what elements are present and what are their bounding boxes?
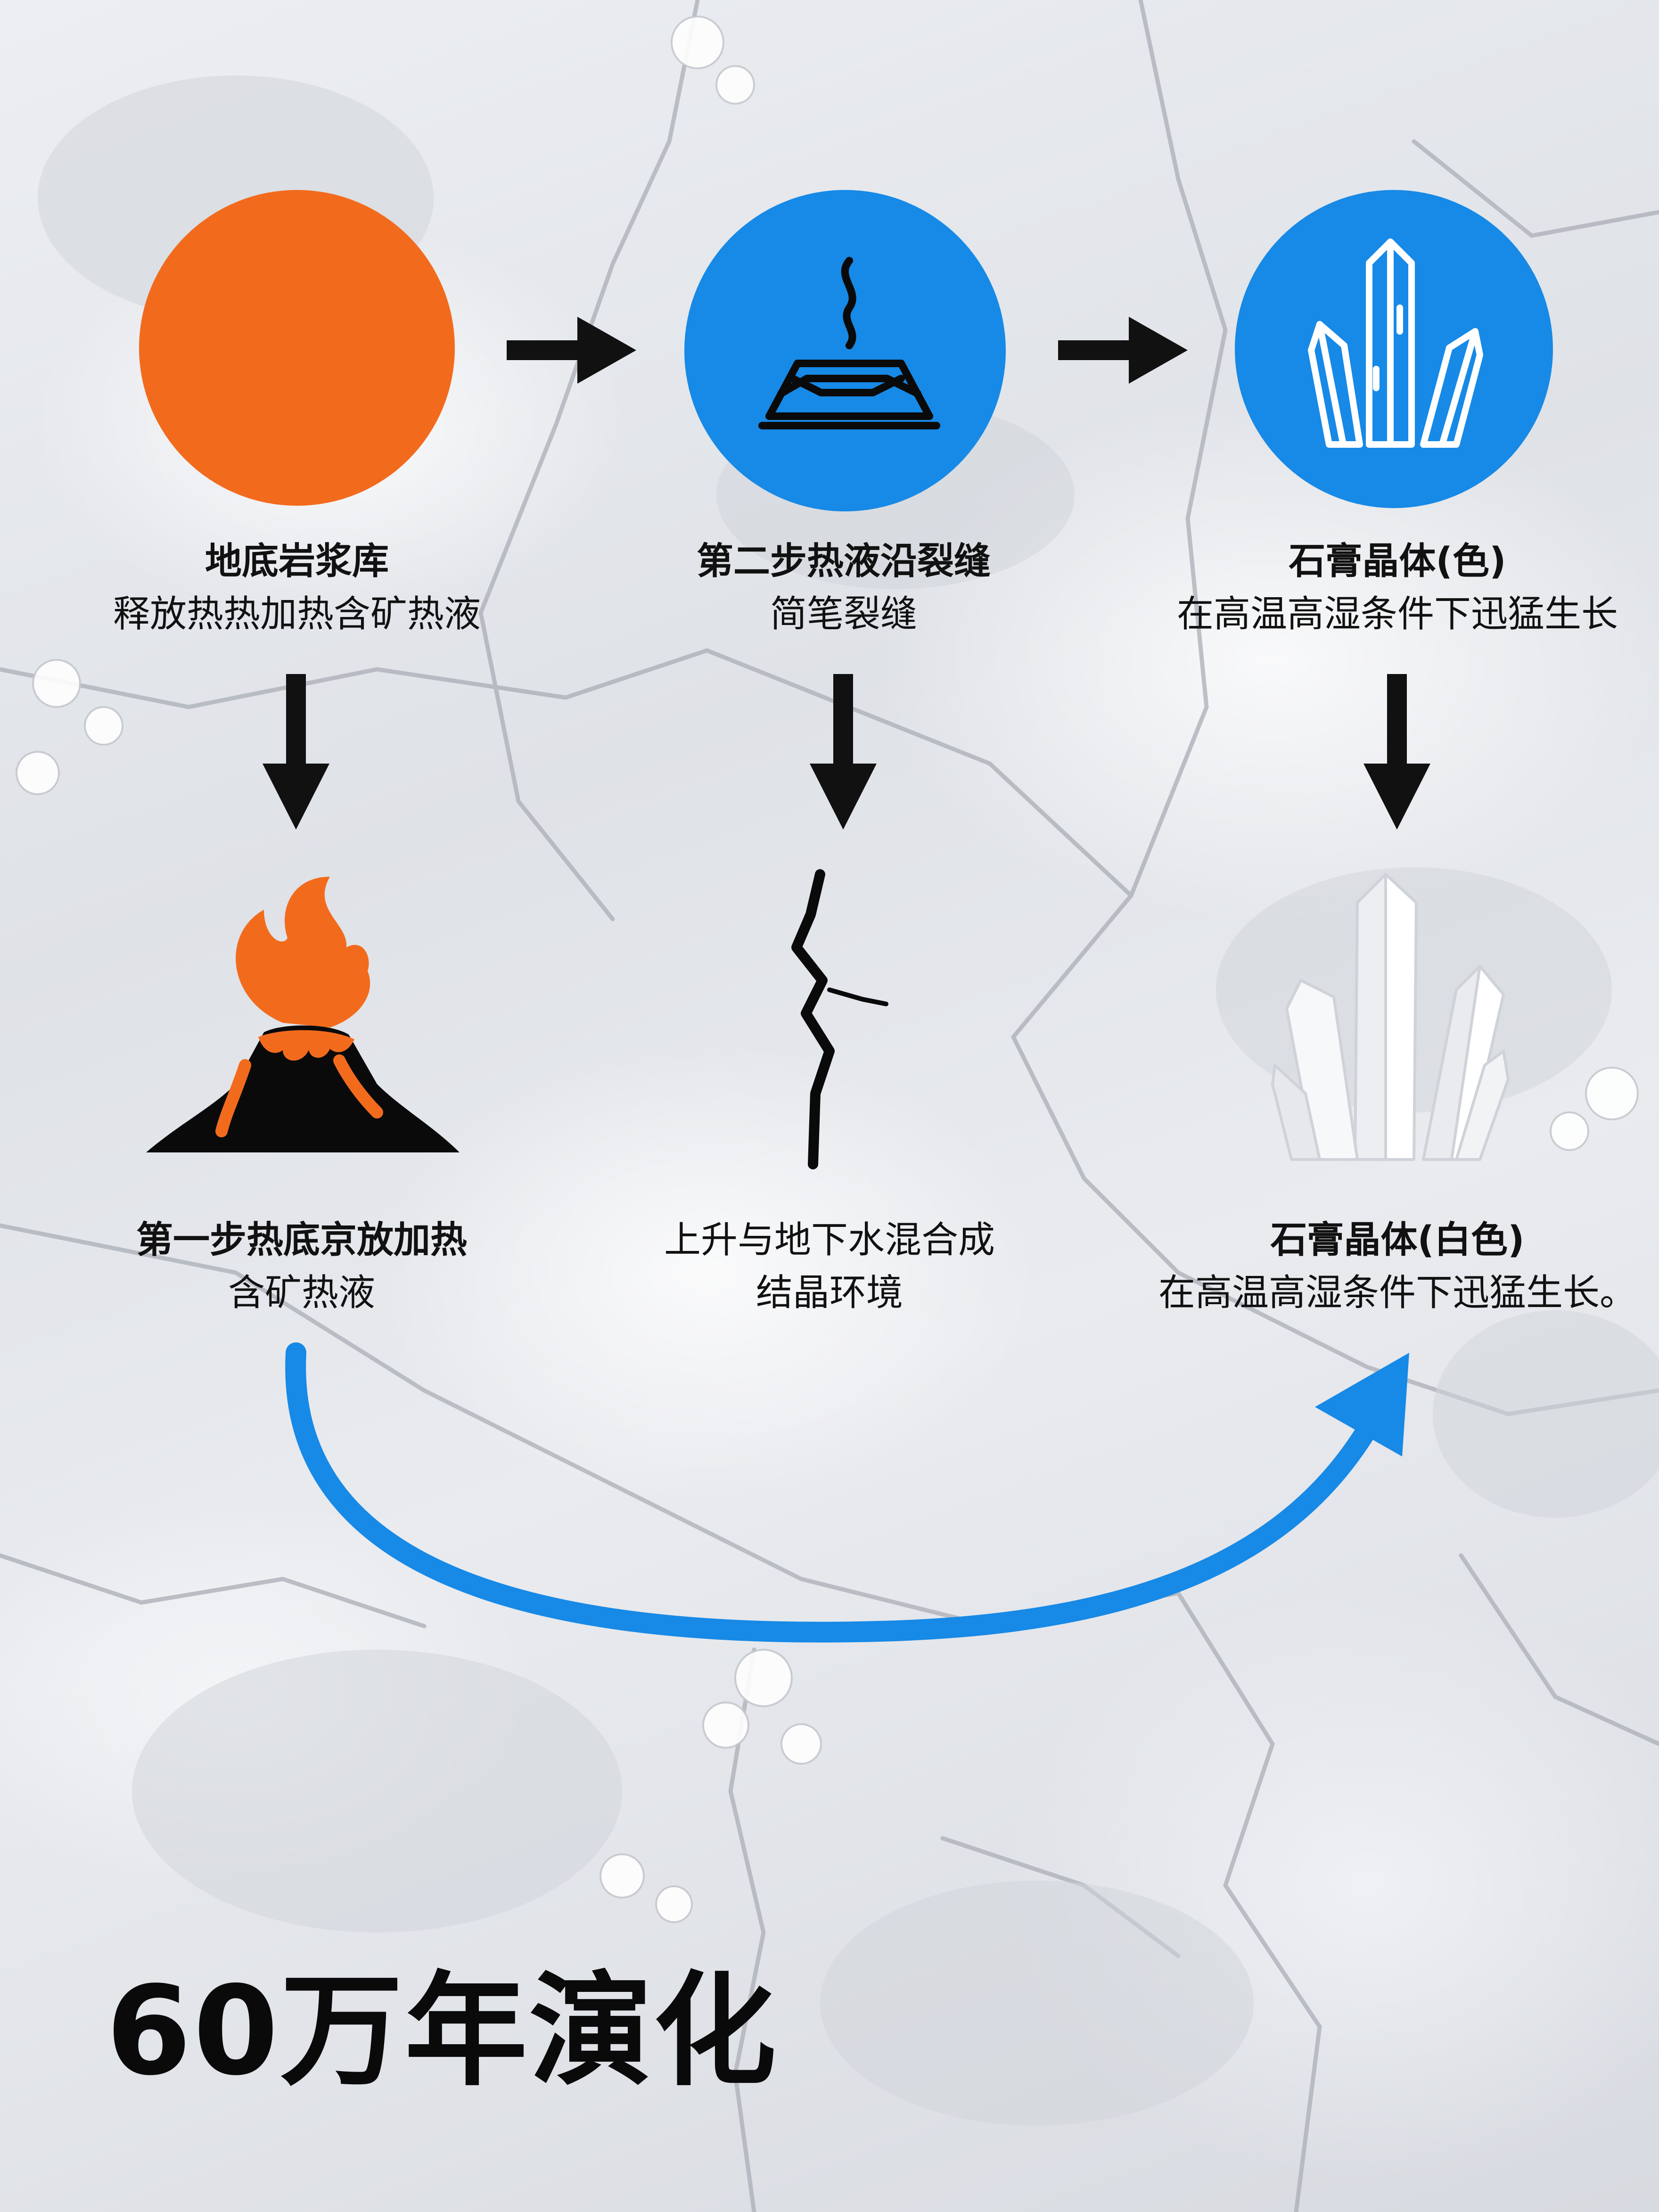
label-step-crack: 上升与地下水混合成 结晶环境 (594, 1214, 1065, 1319)
volcano-icon (146, 877, 460, 1152)
label-desc: 含矿热液 (66, 1266, 537, 1319)
white-crystal-icon (1273, 874, 1508, 1159)
label-step-crystal: 石膏晶体(色) 在高温高湿条件下迅猛生长 (1150, 535, 1645, 641)
label-step-fault: 第二步热液沿裂缝 简笔裂缝 (608, 535, 1079, 641)
label-title: 上升与地下水混合成 (594, 1214, 1065, 1266)
label-step-white-crystal: 石膏晶体(白色) 在高温高湿条件下迅猛生长。 (1141, 1214, 1654, 1319)
label-title: 第一步热底京放加热 (66, 1214, 537, 1266)
label-desc: 简笔裂缝 (608, 588, 1079, 641)
label-title: 第二步热液沿裂缝 (608, 535, 1079, 588)
label-desc: 在高温高湿条件下迅猛生长。 (1141, 1266, 1654, 1319)
label-desc: 结晶环境 (594, 1266, 1065, 1319)
label-step-magma: 地底岩浆库 释放热热加热含矿热液 (61, 535, 533, 641)
label-title: 地底岩浆库 (61, 535, 533, 588)
crack-icon (797, 874, 886, 1164)
label-desc: 在高温高湿条件下迅猛生长 (1150, 588, 1645, 641)
label-desc: 释放热热加热含矿热液 (61, 588, 533, 641)
label-step-volcano: 第一步热底京放加热 含矿热液 (66, 1214, 537, 1319)
label-title: 石膏晶体(白色) (1141, 1214, 1654, 1266)
page-title: 60万年演化 (106, 1961, 778, 2102)
label-title: 石膏晶体(色) (1150, 535, 1645, 588)
